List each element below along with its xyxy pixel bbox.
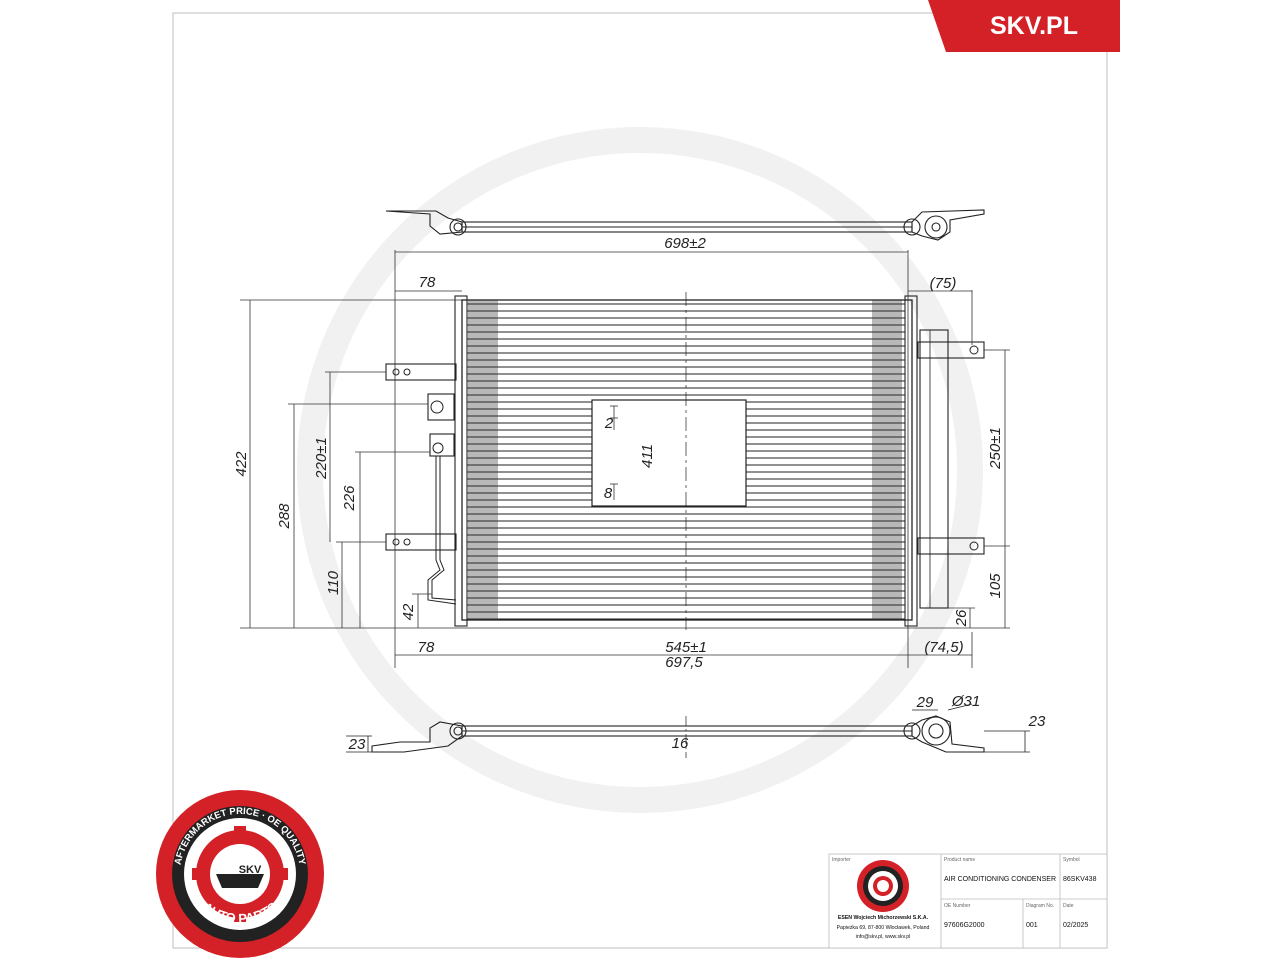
dim-left-220: 220±1	[313, 437, 330, 480]
dim-bottom-overall: 697,5	[665, 654, 703, 671]
side-view	[346, 703, 1030, 758]
dimension-labels: 698±2 78 (75) 422 288 220±1 226 110 42 4…	[233, 235, 1046, 753]
dim-bottom-core: 545±1	[665, 639, 707, 656]
fin-detail-window	[591, 399, 747, 507]
product-label: Product name	[944, 857, 975, 863]
dim-side-23-left: 23	[348, 736, 366, 753]
product-value: AIR CONDITIONING CONDENSER	[944, 876, 1056, 883]
company-web: info@skv.pl, www.skv.pl	[856, 934, 911, 940]
dim-fin-8: 8	[604, 485, 613, 502]
dim-bottom-right: (74,5)	[924, 639, 963, 656]
dim-left-288: 288	[276, 503, 293, 530]
dim-bottom-left-78: 78	[418, 639, 435, 656]
company-name: ESEN Wojciech Michorzewski S.K.A.	[838, 915, 929, 921]
importer-label: Importer	[832, 857, 851, 863]
dim-left-226: 226	[341, 485, 358, 512]
title-block: Importer Product name Symbol AIR CONDITI…	[828, 853, 1108, 949]
quality-seal: SKV AFTERMARKET PRICE · OE QUALITY AUTO …	[156, 790, 324, 958]
front-view	[385, 292, 985, 630]
dim-left-110: 110	[325, 570, 342, 595]
symbol-value: 86SKV438	[1063, 876, 1097, 883]
dim-height-overall: 422	[233, 451, 250, 477]
dim-side-diameter: Ø31	[951, 693, 980, 710]
diagram-label: Diagram No.	[1026, 903, 1054, 909]
dim-fin-2: 2	[604, 415, 614, 432]
sheet-border	[172, 12, 1108, 949]
dim-side-29: 29	[916, 694, 934, 711]
corner-logo: SKV.PL	[928, 0, 1120, 52]
date-label: Date	[1063, 903, 1074, 909]
diagram-value: 001	[1026, 922, 1038, 929]
dim-side-23-right: 23	[1028, 713, 1046, 730]
importer-seal-mini	[857, 860, 909, 912]
dim-right-offset-top: (75)	[930, 275, 957, 292]
dim-side-16: 16	[672, 735, 689, 752]
dim-core-height: 411	[639, 444, 656, 468]
oe-label: OE Number	[944, 903, 971, 909]
company-address: Papieżka 69, 87-800 Włocławek, Poland	[837, 925, 930, 931]
dim-right-250: 250±1	[987, 427, 1004, 470]
date-value: 02/2025	[1063, 922, 1088, 929]
oe-value: 97606G2000	[944, 922, 985, 929]
dim-left-offset-top: 78	[419, 274, 436, 291]
top-view	[385, 209, 985, 241]
symbol-label: Symbol	[1063, 857, 1080, 863]
dim-right-105: 105	[987, 573, 1004, 599]
dim-left-42: 42	[400, 603, 417, 620]
dim-right-26: 26	[953, 609, 970, 627]
dim-top-overall: 698±2	[664, 235, 706, 252]
watermark-gear	[297, 127, 983, 813]
corner-logo-text: SKV.PL	[990, 12, 1078, 40]
dimension-lines	[240, 250, 1010, 668]
seal-center-text: SKV	[239, 864, 262, 876]
